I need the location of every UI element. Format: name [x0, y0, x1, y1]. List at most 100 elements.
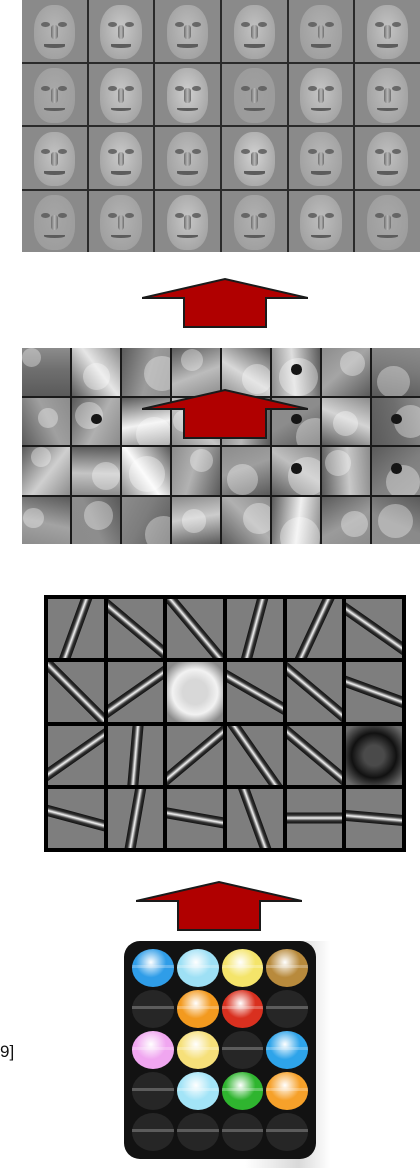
pixel-grid	[124, 941, 316, 1159]
face-feature-cell	[289, 127, 354, 189]
up-arrow-faces	[142, 277, 308, 329]
pixel-dot	[132, 949, 174, 987]
pixel-dot	[222, 1113, 264, 1151]
edge-filter-cell	[346, 662, 402, 721]
edge-filter-cell	[48, 599, 104, 658]
object-part-cell	[72, 348, 120, 396]
object-part-cell	[22, 447, 70, 495]
object-part-cell	[72, 447, 120, 495]
pixel-dot	[177, 1113, 219, 1151]
pixel-dot	[222, 1031, 264, 1069]
face-feature-cell	[222, 127, 287, 189]
pixel-dot	[177, 990, 219, 1028]
edge-filter-cell	[167, 789, 223, 848]
face-feature-cell	[355, 127, 420, 189]
object-part-cell	[22, 398, 70, 446]
pixel-dot	[132, 1031, 174, 1069]
pixel-dot	[177, 949, 219, 987]
edge-filter-cell	[227, 599, 283, 658]
pixel-dot	[266, 1031, 308, 1069]
edge-filters-grid	[44, 595, 406, 852]
object-part-cell	[272, 447, 320, 495]
face-feature-cell	[355, 64, 420, 126]
object-part-cell	[372, 348, 420, 396]
face-feature-cell	[222, 0, 287, 62]
pixel-dot	[222, 1072, 264, 1110]
face-feature-cell	[89, 0, 154, 62]
edge-filter-cell	[287, 726, 343, 785]
pixel-dot	[132, 1072, 174, 1110]
face-feature-cell	[155, 64, 220, 126]
face-feature-cell	[289, 0, 354, 62]
pixel-dot	[222, 990, 264, 1028]
object-part-cell	[372, 497, 420, 545]
object-part-cell	[272, 497, 320, 545]
pixel-dot	[266, 949, 308, 987]
face-feature-cell	[155, 127, 220, 189]
face-feature-cell	[89, 191, 154, 253]
edge-filter-cell	[287, 789, 343, 848]
edge-filter-cell	[227, 726, 283, 785]
edge-filter-cell	[167, 599, 223, 658]
pixel-dot	[177, 1072, 219, 1110]
object-part-cell	[372, 447, 420, 495]
object-parts-grid	[22, 348, 420, 544]
face-feature-cell	[89, 64, 154, 126]
up-arrow-edges	[136, 880, 302, 932]
pixel-dot	[222, 949, 264, 987]
face-feature-cell	[289, 191, 354, 253]
pixel-dot	[266, 1113, 308, 1151]
edge-filter-cell	[346, 599, 402, 658]
edge-filter-cell	[108, 726, 164, 785]
face-features-grid	[22, 0, 420, 252]
pixel-dot	[266, 1072, 308, 1110]
face-feature-cell	[355, 191, 420, 253]
face-feature-cell	[89, 127, 154, 189]
object-part-cell	[172, 447, 220, 495]
object-part-cell	[222, 447, 270, 495]
pixel-dot	[132, 990, 174, 1028]
face-feature-cell	[22, 0, 87, 62]
face-feature-cell	[222, 64, 287, 126]
object-part-cell	[322, 497, 370, 545]
object-part-cell	[322, 398, 370, 446]
object-part-cell	[22, 497, 70, 545]
face-feature-cell	[289, 64, 354, 126]
object-part-cell	[222, 497, 270, 545]
face-feature-cell	[222, 191, 287, 253]
edge-filter-cell	[48, 662, 104, 721]
edge-filter-cell	[48, 789, 104, 848]
object-part-cell	[172, 497, 220, 545]
edge-filter-cell	[167, 662, 223, 721]
edge-filter-cell	[167, 726, 223, 785]
edge-filter-cell	[108, 599, 164, 658]
pixel-dot	[132, 1113, 174, 1151]
pixel-dot	[177, 1031, 219, 1069]
pixel-dot	[266, 990, 308, 1028]
face-feature-cell	[22, 127, 87, 189]
object-part-cell	[372, 398, 420, 446]
object-part-cell	[122, 497, 170, 545]
citation-fragment: 9]	[0, 1042, 14, 1062]
face-feature-cell	[22, 64, 87, 126]
object-part-cell	[322, 348, 370, 396]
edge-filter-cell	[108, 789, 164, 848]
face-feature-cell	[355, 0, 420, 62]
object-part-cell	[122, 447, 170, 495]
edge-filter-cell	[346, 789, 402, 848]
edge-filter-cell	[227, 662, 283, 721]
edge-filter-cell	[48, 726, 104, 785]
edge-filter-cell	[108, 662, 164, 721]
up-arrow-parts	[142, 388, 308, 440]
edge-filter-cell	[287, 662, 343, 721]
edge-filter-cell	[287, 599, 343, 658]
object-part-cell	[22, 348, 70, 396]
pixel-input-panel	[118, 941, 330, 1168]
object-part-cell	[72, 497, 120, 545]
edge-filter-cell	[227, 789, 283, 848]
face-feature-cell	[155, 191, 220, 253]
object-part-cell	[322, 447, 370, 495]
face-feature-cell	[155, 0, 220, 62]
edge-filter-cell	[346, 726, 402, 785]
object-part-cell	[72, 398, 120, 446]
